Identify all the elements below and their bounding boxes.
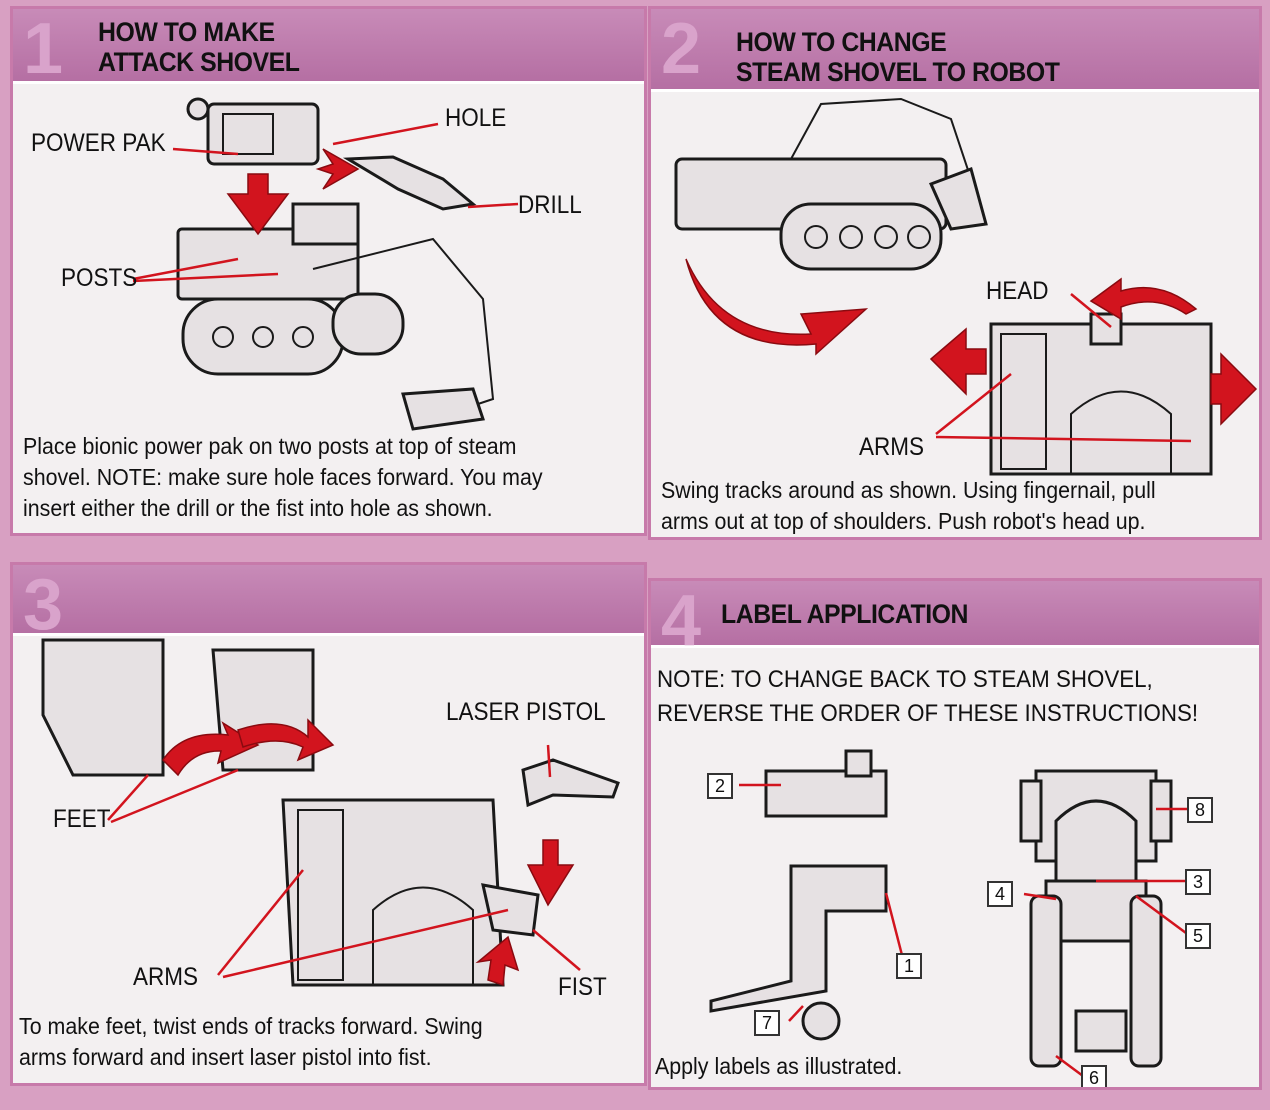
label-application-illustration bbox=[709, 749, 1189, 1078]
laser-pistol-label: LASER PISTOL bbox=[446, 698, 606, 726]
posts-label: POSTS bbox=[61, 264, 138, 292]
label-number-8: 8 bbox=[1187, 797, 1213, 823]
shovel-to-robot-illustration bbox=[674, 97, 1258, 476]
label-number-6: 6 bbox=[1081, 1065, 1107, 1087]
step-number: 2 bbox=[661, 9, 702, 89]
power-pak-label: POWER PAK bbox=[31, 129, 166, 157]
hole-label: HOLE bbox=[445, 104, 507, 132]
label-number-4: 4 bbox=[987, 881, 1013, 907]
panel-2-header: 2 HOW TO CHANGE STEAM SHOVEL TO ROBOT bbox=[651, 9, 1259, 92]
label-number-7: 7 bbox=[754, 1010, 780, 1036]
label-number-1: 1 bbox=[896, 953, 922, 979]
label-number-2: 2 bbox=[707, 773, 733, 799]
panel-3: 3 LASER PISTOL FEET ARMS FIST To make fe… bbox=[10, 562, 647, 1086]
reverse-order-note: NOTE: TO CHANGE BACK TO STEAM SHOVEL, RE… bbox=[657, 666, 1199, 727]
step-1-instructions: Place bionic power pak on two posts at t… bbox=[23, 433, 543, 521]
step-title: HOW TO MAKE ATTACK SHOVEL bbox=[98, 17, 300, 77]
step-number: 4 bbox=[661, 581, 702, 661]
drill-label: DRILL bbox=[518, 191, 582, 219]
step-title: HOW TO CHANGE STEAM SHOVEL TO ROBOT bbox=[736, 27, 1060, 87]
step-4-instructions: Apply labels as illustrated. bbox=[655, 1053, 903, 1079]
step-2-instructions: Swing tracks around as shown. Using fing… bbox=[661, 477, 1156, 534]
panel-4-header: 4 LABEL APPLICATION bbox=[651, 581, 1259, 657]
label-number-3: 3 bbox=[1185, 869, 1211, 895]
step-number: 1 bbox=[23, 9, 64, 89]
head-label: HEAD bbox=[986, 277, 1049, 305]
panel-3-header: 3 bbox=[13, 565, 644, 641]
step-3-instructions: To make feet, twist ends of tracks forwa… bbox=[19, 1013, 483, 1070]
panel-1-header: 1 HOW TO MAKE ATTACK SHOVEL bbox=[13, 9, 644, 89]
panel-2: 2 HOW TO CHANGE STEAM SHOVEL TO ROBOT HE… bbox=[648, 6, 1262, 540]
arms-label: ARMS bbox=[859, 433, 925, 461]
feet-and-arms-illustration bbox=[41, 638, 620, 987]
fist-label: FIST bbox=[558, 973, 607, 1001]
arms-label: ARMS bbox=[133, 963, 199, 991]
step-number: 3 bbox=[23, 565, 64, 645]
label-number-5: 5 bbox=[1185, 923, 1211, 949]
attack-shovel-illustration bbox=[132, 97, 519, 431]
feet-label: FEET bbox=[53, 805, 111, 833]
step-title: LABEL APPLICATION bbox=[721, 599, 969, 629]
panel-1: 1 HOW TO MAKE ATTACK SHOVEL POWER PAK HO… bbox=[10, 6, 647, 536]
panel-4: 4 LABEL APPLICATION NOTE: TO CHANGE BACK… bbox=[648, 578, 1262, 1090]
